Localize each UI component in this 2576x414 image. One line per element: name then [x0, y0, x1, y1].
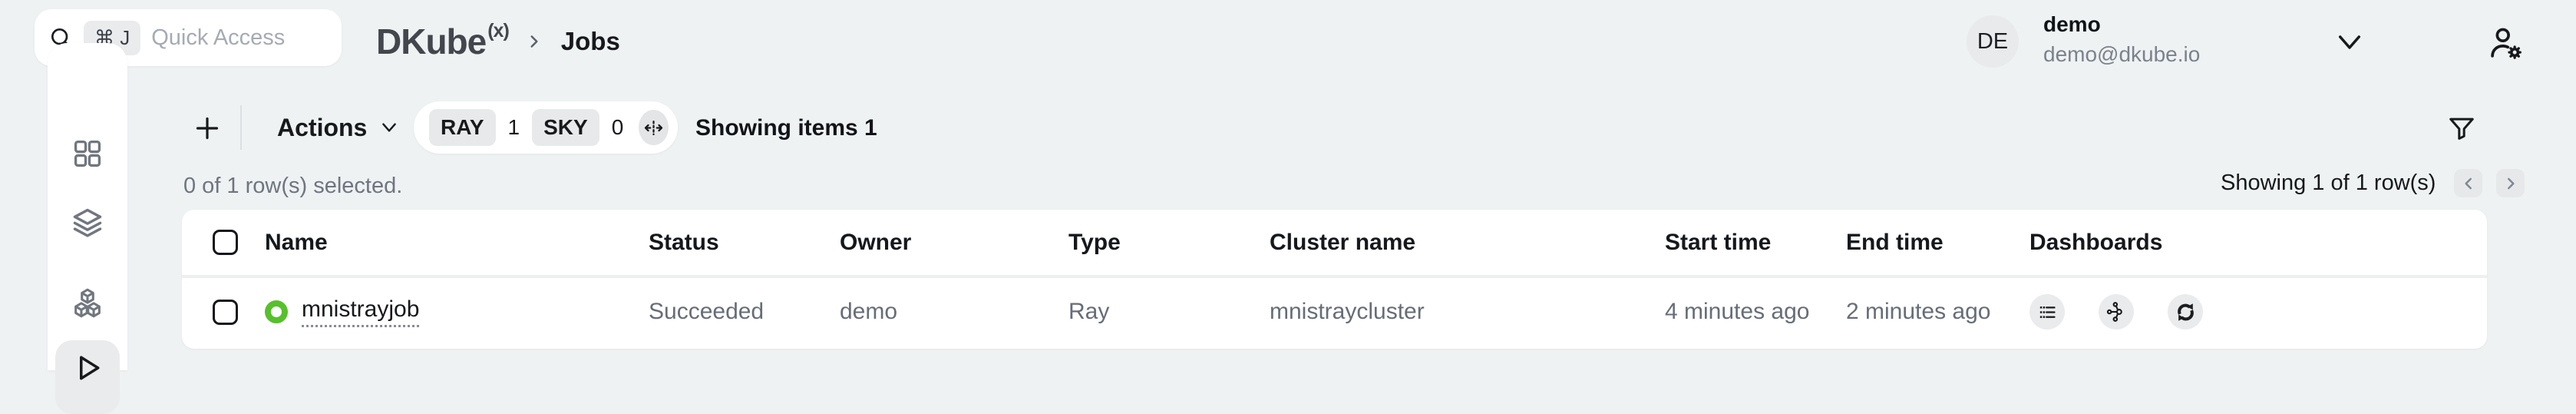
job-cluster-name: mnistraycluster — [1270, 299, 1425, 324]
user-menu-chevron-down-icon[interactable] — [2333, 31, 2366, 54]
breadcrumb: DKube(x) Jobs — [376, 0, 620, 83]
job-owner: demo — [840, 299, 898, 324]
column-header-name[interactable]: Name — [265, 229, 328, 255]
workflow-icon[interactable] — [2099, 294, 2134, 330]
previous-page-button[interactable] — [2454, 169, 2483, 197]
row-checkbox[interactable] — [213, 299, 238, 325]
app-logo-sup: (x) — [487, 19, 510, 41]
showing-rows-label: Showing 1 of 1 row(s) — [2221, 171, 2436, 195]
logs-icon[interactable] — [2029, 294, 2065, 330]
table-row[interactable]: mnistrayjob Succeeded demo Ray mnistrayc… — [182, 278, 2487, 346]
rows-selected-label: 0 of 1 row(s) selected. — [183, 174, 403, 198]
user-avatar[interactable]: DE — [1967, 15, 2019, 68]
ray-count: 1 — [507, 115, 520, 139]
sidebar-item-datasets[interactable] — [55, 190, 120, 255]
cubes-icon — [70, 286, 105, 322]
showing-items-label: Showing items 1 — [695, 115, 877, 141]
column-header-status[interactable]: Status — [649, 229, 719, 255]
add-job-button[interactable] — [192, 113, 223, 144]
select-all-checkbox[interactable] — [213, 230, 238, 255]
user-email: demo@dkube.io — [2043, 42, 2201, 66]
column-header-cluster-name[interactable]: Cluster name — [1270, 229, 1416, 255]
select-all-checkbox-cell — [182, 230, 265, 255]
column-header-type[interactable]: Type — [1068, 229, 1121, 255]
chevron-down-icon — [379, 121, 399, 134]
user-name: demo — [2043, 12, 2101, 36]
row-checkbox-cell — [182, 299, 265, 325]
search-input[interactable] — [151, 25, 328, 51]
column-header-end-time[interactable]: End time — [1846, 229, 1944, 255]
filter-icon[interactable] — [2447, 114, 2476, 143]
column-header-owner[interactable]: Owner — [840, 229, 912, 255]
column-header-start-time[interactable]: Start time — [1665, 229, 1772, 255]
refresh-icon[interactable] — [2168, 294, 2203, 330]
job-name-link[interactable]: mnistrayjob — [302, 296, 420, 327]
pagination: Showing 1 of 1 row(s) — [2221, 169, 2525, 197]
ray-filter-badge[interactable]: RAY — [429, 109, 496, 146]
page-title: Jobs — [560, 27, 620, 55]
chevron-right-icon — [524, 31, 544, 51]
user-info: demo demo@dkube.io — [2043, 12, 2200, 67]
sky-filter-badge[interactable]: SKY — [532, 109, 599, 146]
next-page-button[interactable] — [2496, 169, 2525, 197]
sidebar-item-models[interactable] — [55, 272, 120, 336]
job-start-time: 4 minutes ago — [1665, 299, 1810, 324]
sidebar — [48, 43, 127, 414]
user-settings-icon[interactable] — [2485, 23, 2525, 63]
sky-count: 0 — [611, 115, 624, 139]
job-type: Ray — [1068, 299, 1110, 324]
jobs-table: Name Status Owner Type Cluster name Star… — [182, 210, 2487, 349]
dkube-jobs-page: { "topbar": { "search_placeholder": "Qui… — [35, 0, 2525, 414]
status-success-dot-icon — [265, 300, 288, 323]
job-dashboards-cell — [2029, 294, 2487, 330]
table-header-row: Name Status Owner Type Cluster name Star… — [182, 210, 2487, 278]
sidebar-item-jobs[interactable] — [55, 340, 120, 414]
column-header-dashboards[interactable]: Dashboards — [2029, 229, 2163, 255]
job-status: Succeeded — [649, 299, 765, 324]
play-icon — [71, 351, 104, 385]
job-name-cell: mnistrayjob — [265, 296, 649, 327]
job-end-time: 2 minutes ago — [1846, 299, 1991, 324]
app-logo[interactable]: DKube(x) — [376, 19, 510, 61]
actions-dropdown-button[interactable]: Actions — [277, 102, 399, 153]
actions-label: Actions — [277, 113, 368, 141]
layers-icon — [71, 206, 104, 240]
grid-icon — [71, 137, 104, 170]
type-counters-pill: RAY 1 SKY 0 — [414, 101, 678, 154]
toolbar-divider — [240, 105, 242, 150]
sidebar-item-dashboard[interactable] — [55, 121, 120, 186]
drag-handle[interactable] — [639, 110, 669, 145]
